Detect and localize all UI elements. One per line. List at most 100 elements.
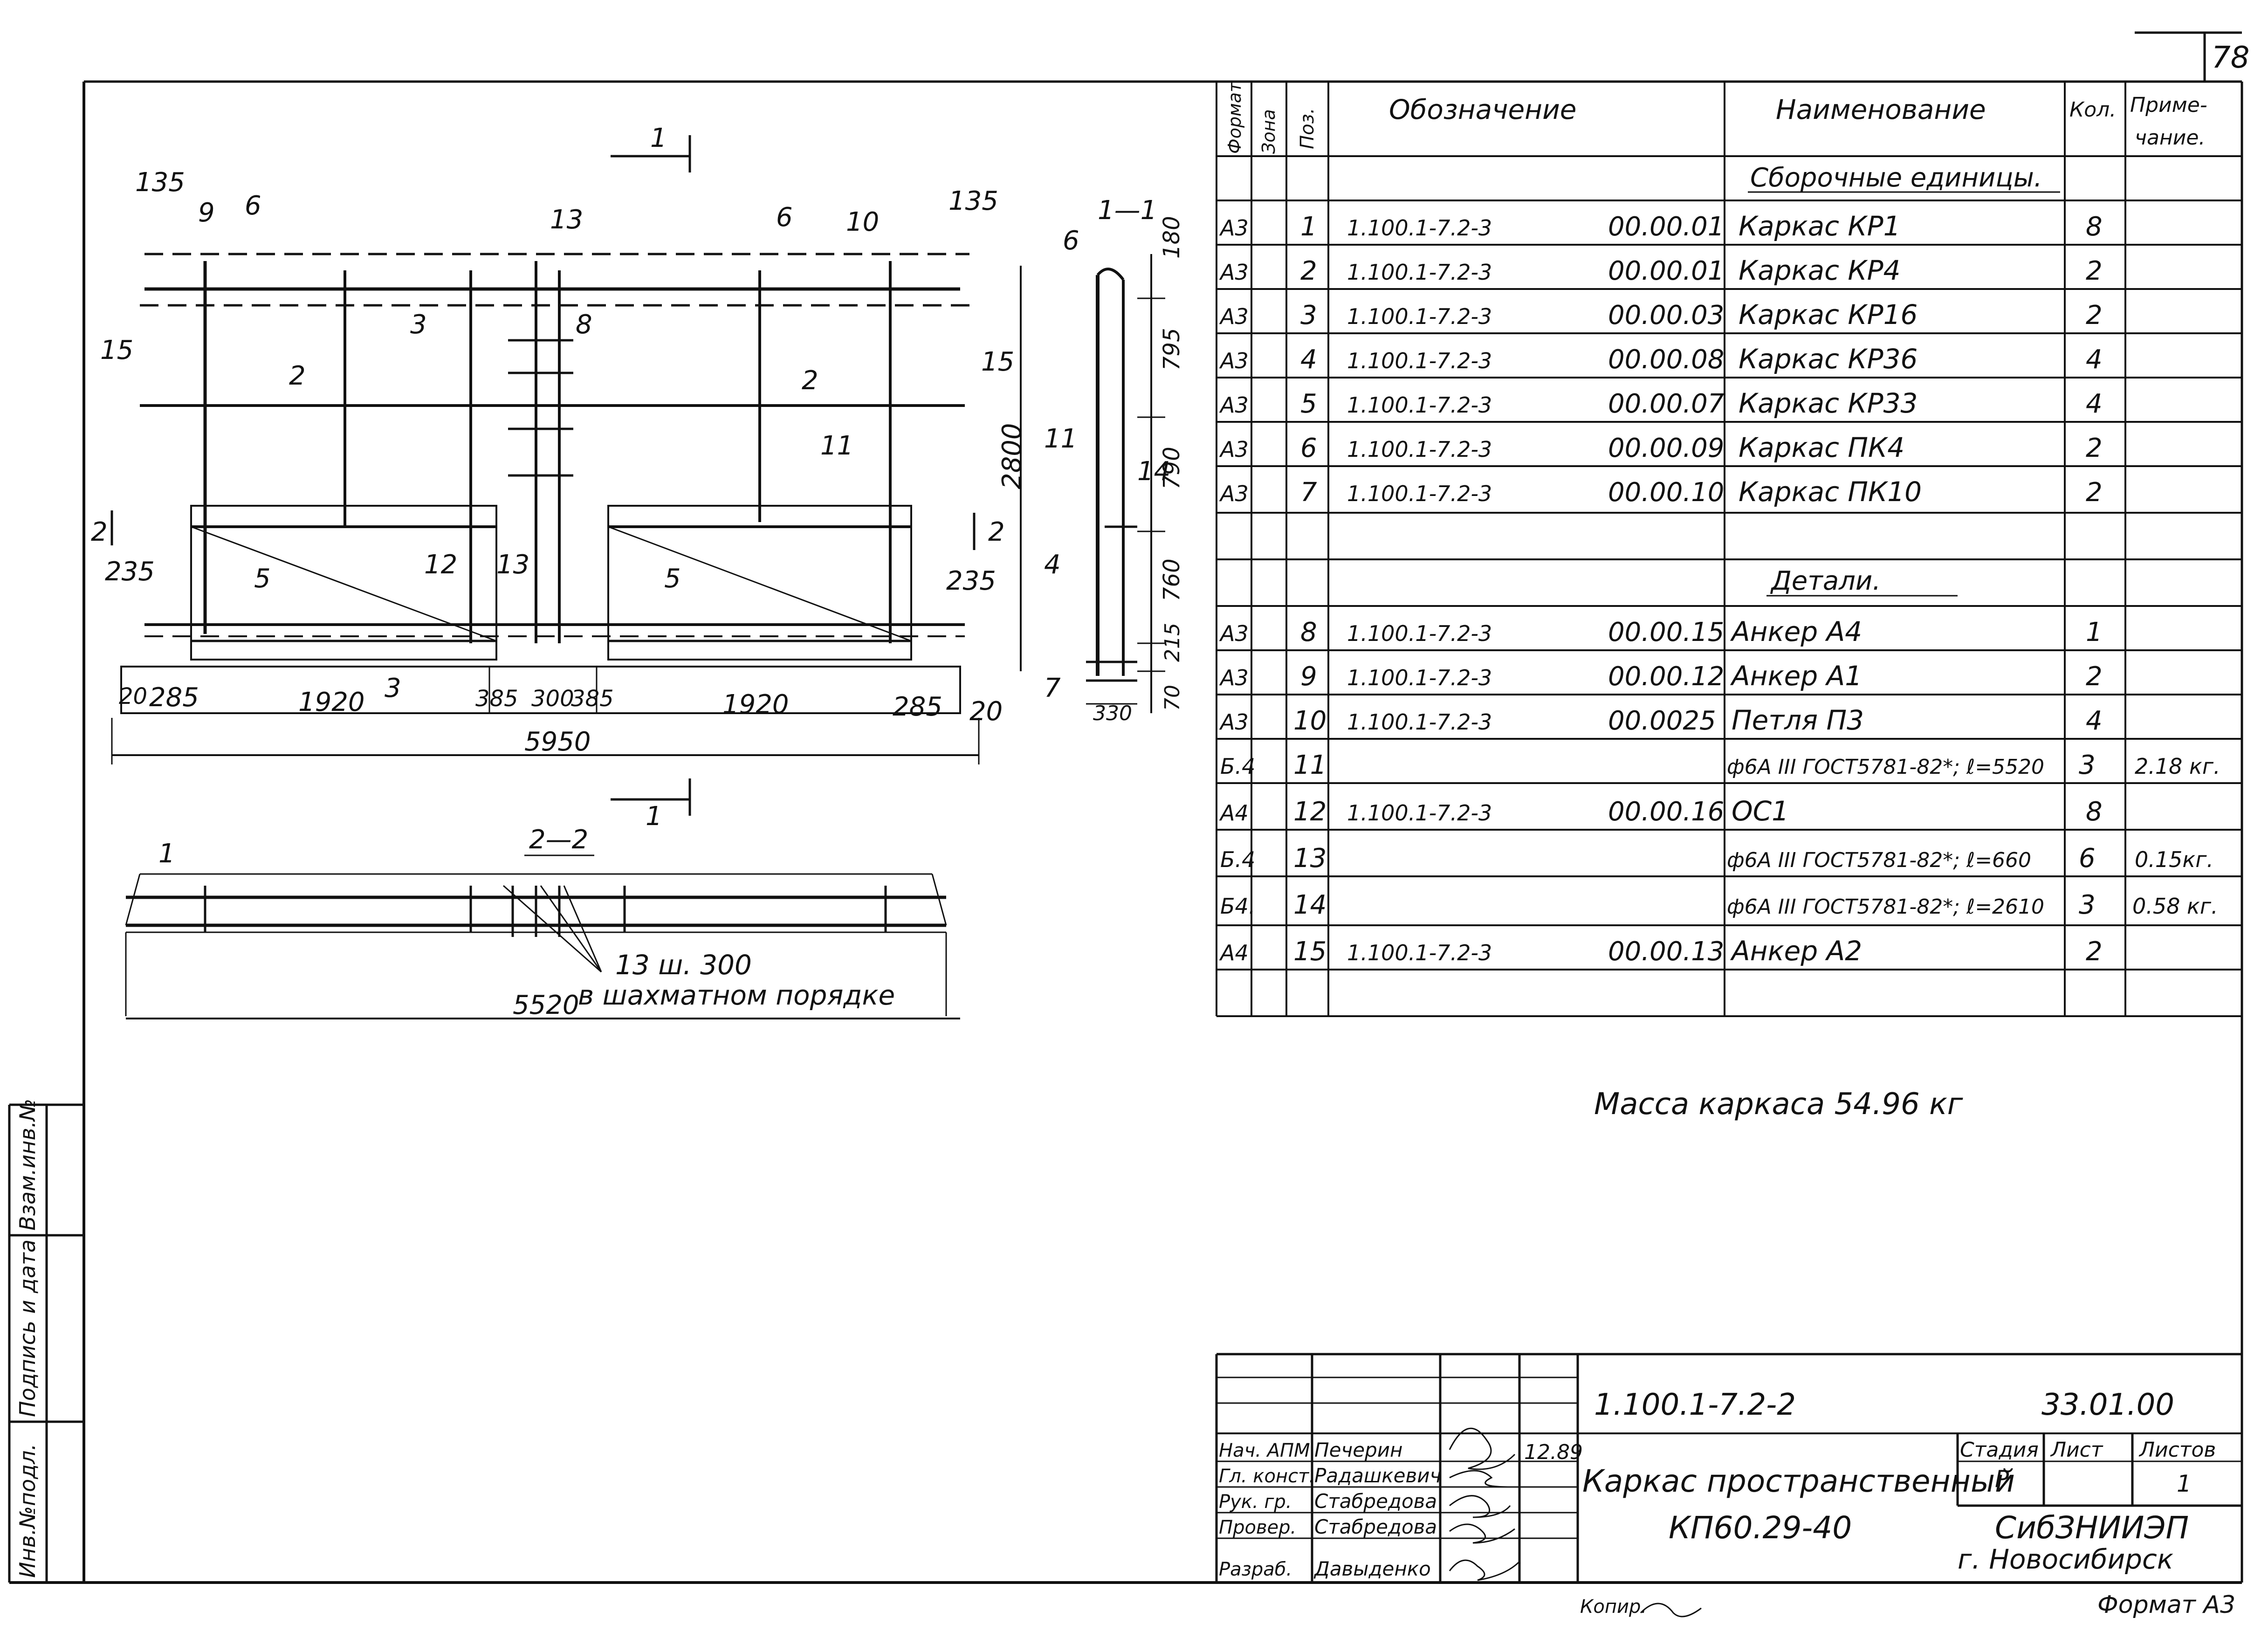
label-text: Рук. гр. — [1219, 1491, 1292, 1513]
label-text: 20 — [119, 683, 147, 709]
label-text: 13 — [550, 205, 583, 235]
label-text: 2 — [289, 361, 306, 391]
label-text: 7 — [1300, 477, 1317, 508]
label-text: 5 — [1300, 389, 1317, 419]
hdr-qty: Кол. — [2069, 98, 2116, 122]
title-block-grid — [1215, 1353, 2242, 1583]
label-text: Гл. конст. — [1219, 1466, 1315, 1487]
label-text: 1 — [650, 123, 667, 153]
spec-rows: А3 1 1.100.1-7.2-3 00.00.01 Каркас КР1 8… — [1219, 210, 2220, 967]
label-text: 1 — [646, 801, 662, 832]
label-text: 3 — [410, 310, 427, 340]
label-text: А3 — [1219, 437, 1249, 462]
table-row: А3 5 1.100.1-7.2-3 00.00.07 Каркас КР33 … — [1219, 387, 2103, 419]
label-text: 330 — [1093, 702, 1132, 725]
label-text: 180 — [1159, 216, 1185, 259]
table-row: А3 6 1.100.1-7.2-3 00.00.09 Каркас ПК4 2 — [1219, 432, 2103, 463]
sheet-frame — [9, 31, 2243, 1584]
label-text: 1.100.1-7.2-3 — [1347, 392, 1492, 418]
side-view-labels: 1—1 6 11 14 4 7 330 180 795 790 760 215 … — [1044, 195, 1185, 725]
label-text: Копир. — [1580, 1596, 1647, 1617]
label-text: 14 — [1293, 890, 1326, 920]
doc-code: 33.01.00 — [2041, 1388, 2174, 1422]
label-text: 135 — [948, 186, 998, 216]
label-text: Р — [1995, 1466, 2009, 1493]
label-text: 2 — [2086, 256, 2103, 286]
label-text: 2 — [802, 365, 818, 396]
label-text: 00.00.08 — [1608, 344, 1724, 375]
strip-vzam: Взам.инв.№ — [15, 1099, 40, 1231]
label-text: Анкер А2 — [1730, 935, 1862, 967]
plan-callouts: 1 1 2 2 9 6 13 6 10 3 8 15 2 2 15 11 5 1… — [91, 123, 1027, 832]
label-text: 2 — [91, 517, 108, 547]
label-text: 235 — [946, 566, 996, 596]
doc-number: 1.100.1-7.2-2 — [1594, 1388, 1796, 1422]
label-text: 3 — [385, 673, 401, 703]
label-text: 5 — [254, 564, 271, 594]
table-row: А3 9 1.100.1-7.2-3 00.00.12 Анкер А1 2 — [1219, 660, 2103, 692]
label-text: 4 — [1300, 344, 1317, 375]
label-text: 15 — [1293, 936, 1326, 967]
label-text: 3 — [2079, 750, 2096, 780]
label-text: в шахматном порядке — [578, 979, 895, 1011]
label-text: 1.100.1-7.2-3 — [1347, 437, 1492, 462]
label-text: Стабредова — [1314, 1515, 1437, 1538]
label-text: А4 — [1219, 940, 1249, 965]
section-assemblies: Сборочные единицы. — [1750, 163, 2042, 193]
label-text: 11 — [820, 431, 853, 461]
label-text: А3 — [1219, 215, 1249, 241]
spec-table-grid — [1216, 82, 2242, 1017]
section-2-2 — [125, 873, 960, 1019]
label-text: 2 — [988, 517, 1005, 547]
label-text: Листов — [2138, 1438, 2216, 1462]
label-text: 00.00.13 — [1608, 936, 1724, 967]
hdr-zone: Зона — [1258, 109, 1279, 154]
label-text: 300 — [531, 686, 574, 712]
label-text: Анкер А4 — [1730, 616, 1862, 647]
table-row: А3 4 1.100.1-7.2-3 00.00.08 Каркас КР36 … — [1219, 343, 2103, 375]
strip-inv: Инв.№подл. — [15, 1444, 40, 1578]
label-text: Петля П3 — [1732, 704, 1864, 736]
label-text: 70 — [1161, 685, 1184, 711]
label-text: 00.00.01 — [1608, 256, 1724, 286]
label-text: 10 — [1293, 706, 1326, 736]
label-text: Б.4 — [1220, 847, 1255, 872]
table-row: А3 8 1.100.1-7.2-3 00.00.15 Анкер А4 1 — [1219, 616, 2103, 647]
plan-view — [110, 135, 1022, 816]
label-text: А3 — [1219, 260, 1249, 285]
hdr-name: Наименование — [1776, 94, 1986, 125]
label-text: Стадия — [1960, 1438, 2039, 1462]
label-text: 1.100.1-7.2-3 — [1347, 260, 1492, 285]
label-text: 6 — [776, 202, 793, 233]
title-block-text: 1.100.1-7.2-2 33.01.00 12.89 Каркас прос… — [1219, 1388, 2235, 1619]
doc-date: 12.89 — [1524, 1440, 1583, 1464]
label-text: 13 — [496, 550, 529, 580]
label-text: 1.100.1-7.2-3 — [1347, 304, 1492, 329]
label-text: 00.0025 — [1608, 706, 1716, 736]
label-text: 6 — [245, 191, 261, 221]
label-text: Печерин — [1314, 1439, 1403, 1461]
table-row: А3 10 1.100.1-7.2-3 00.0025 Петля П3 4 — [1219, 704, 2103, 736]
label-text: 1.100.1-7.2-3 — [1347, 665, 1492, 690]
label-text: 15 — [981, 347, 1014, 377]
label-text: 4 — [2086, 389, 2103, 419]
label-text: А3 — [1219, 665, 1249, 690]
label-text: 00.00.16 — [1608, 797, 1724, 827]
label-text: 6 — [1063, 226, 1079, 256]
hdr-note-1: Приме- — [2130, 93, 2207, 117]
table-row: А3 1 1.100.1-7.2-3 00.00.01 Каркас КР1 8 — [1219, 210, 2103, 242]
label-text: 2 — [1300, 256, 1317, 286]
spec-header: Формат Зона Поз. Обозначение Наименовани… — [1224, 81, 2207, 154]
label-text: 0.58 кг. — [2132, 894, 2218, 919]
label-text: 5950 — [524, 727, 591, 757]
label-text: А3 — [1219, 348, 1249, 373]
label-text: 6 — [1300, 433, 1317, 463]
section-2-2-labels: 2—2 1 13 ш. 300 в шахматном порядке 5520 — [158, 825, 895, 1020]
label-text: 4 — [2086, 344, 2103, 375]
label-text: А4 — [1219, 800, 1249, 826]
label-text: 1.100.1-7.2-3 — [1347, 481, 1492, 506]
label-text: 1 — [2177, 1470, 2192, 1497]
label-text: 1.100.1-7.2-3 — [1347, 709, 1492, 735]
label-text: 8 — [2086, 797, 2103, 827]
label-text: 5520 — [513, 990, 579, 1020]
